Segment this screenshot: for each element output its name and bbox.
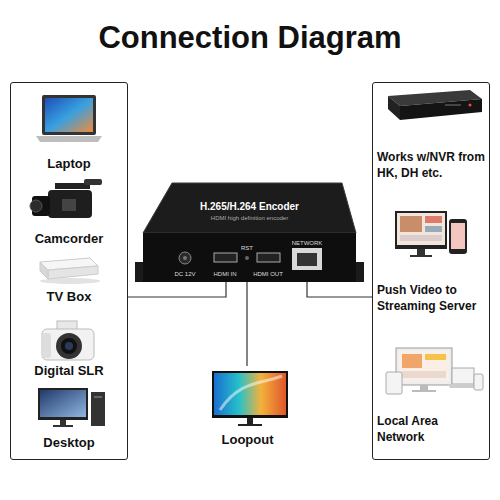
monitor-picture	[214, 373, 286, 415]
encoder-picture	[214, 253, 237, 262]
dslr-picture	[42, 329, 94, 360]
lan-picture	[420, 385, 428, 390]
nvr-picture	[445, 104, 461, 106]
encoder-picture	[135, 262, 143, 282]
loopout-monitor: Loopout	[200, 366, 295, 452]
streaming-picture	[397, 213, 445, 245]
camcorder-picture	[30, 200, 42, 212]
dslr-picture	[56, 333, 82, 359]
dslr-picture	[61, 338, 77, 354]
port-label: DC 12V	[174, 271, 195, 277]
lan-picture	[474, 374, 483, 390]
laptop-picture	[45, 98, 93, 132]
monitor-picture	[220, 376, 282, 410]
encoder-picture	[257, 253, 280, 262]
dslr-picture	[42, 333, 51, 358]
laptop-picture	[36, 95, 102, 142]
camcorder-picture	[84, 179, 102, 185]
dslr-picture	[65, 342, 73, 350]
monitor-picture	[238, 424, 262, 426]
nvr-picture	[400, 99, 482, 120]
encoder-picture	[245, 256, 249, 260]
streaming-picture	[425, 216, 442, 223]
streaming-picture	[425, 226, 442, 232]
monitor-picture	[212, 371, 288, 418]
streaming-picture	[417, 249, 425, 255]
streaming-picture	[410, 255, 432, 257]
node-text: Local Area Network	[377, 414, 487, 445]
nvr-picture	[388, 96, 400, 120]
camcorder-picture	[62, 199, 76, 211]
encoder-picture	[135, 183, 364, 282]
node-text: Desktop	[11, 435, 127, 452]
node-text: Camcorder	[11, 231, 127, 248]
encoder-picture	[143, 233, 356, 282]
streaming-picture	[400, 235, 442, 241]
connector-line	[128, 282, 226, 297]
tv-box-picture	[48, 266, 98, 279]
lan-picture	[386, 372, 402, 394]
streaming-picture	[449, 219, 467, 254]
port-label: HDMI IN	[214, 271, 237, 277]
node-text: H.265/H.264 Encoder	[155, 200, 344, 213]
connector-line	[246, 282, 247, 366]
node-text: Laptop	[11, 156, 127, 173]
camcorder-picture	[48, 190, 92, 218]
lan-picture	[425, 354, 446, 360]
node-text: HDMI high definition encoder	[155, 215, 344, 223]
lan-picture	[386, 348, 483, 394]
streaming-picture	[395, 211, 447, 249]
encoder-picture	[297, 253, 317, 266]
node-text: Loopout	[200, 432, 295, 449]
source-panel: LaptopCamcorder TV BoxDigital SLR Desktop	[10, 82, 128, 460]
node-text: Digital SLR	[11, 363, 127, 380]
port-label: NETWORK	[292, 240, 323, 246]
encoder-device: H.265/H.264 EncoderHDMI high definition …	[135, 180, 364, 282]
desktop-picture	[60, 420, 66, 425]
encoder-picture	[183, 256, 187, 260]
lan-picture	[452, 368, 474, 384]
lan-picture	[402, 371, 446, 378]
port-label: RST	[241, 245, 253, 251]
desktop-picture	[38, 388, 88, 420]
dslr-picture	[42, 321, 94, 360]
encoder-picture	[179, 252, 191, 264]
diagram-title: Connection Diagram	[0, 20, 500, 56]
monitor-picture	[247, 418, 253, 424]
desktop-picture	[53, 425, 73, 427]
node-text: Push Video to Streaming Server	[377, 283, 487, 314]
laptop-picture	[36, 136, 102, 142]
output-panel: Works w/NVR from HK, DH etc. Push Video t…	[372, 82, 490, 460]
lan-picture	[396, 348, 452, 385]
lan-picture	[399, 351, 449, 381]
nvr-picture	[388, 90, 482, 120]
encoder-picture	[292, 248, 322, 270]
nvr-picture	[469, 104, 472, 107]
desktop-picture	[94, 396, 102, 398]
streaming-picture	[400, 216, 422, 232]
node-text: TV Box	[11, 289, 127, 306]
desktop-picture	[91, 392, 105, 426]
tv-box-picture	[40, 262, 48, 279]
desktop-picture	[38, 388, 105, 427]
port-label: HDMI OUT	[253, 271, 283, 277]
streaming-picture	[451, 223, 465, 249]
lan-picture	[412, 390, 436, 392]
encoder-picture	[143, 183, 356, 233]
node-text: Works w/NVR from HK, DH etc.	[377, 150, 487, 181]
laptop-picture	[42, 95, 96, 135]
streaming-picture	[395, 211, 467, 257]
connector-line	[307, 282, 372, 297]
monitor-picture	[212, 371, 288, 426]
lan-picture	[402, 354, 422, 368]
tv-box-picture	[40, 258, 100, 284]
desktop-picture	[40, 390, 86, 417]
camcorder-picture	[30, 179, 102, 218]
encoder-picture	[356, 262, 364, 282]
